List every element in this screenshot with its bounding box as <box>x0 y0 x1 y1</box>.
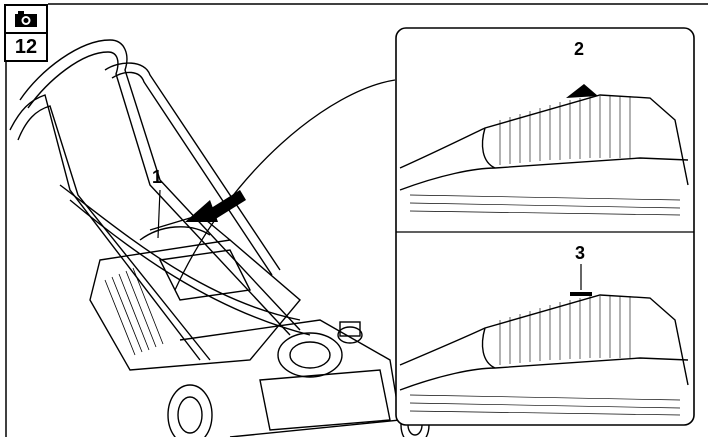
indicator-flat-3 <box>570 292 592 296</box>
figure-badge: 12 <box>4 4 48 62</box>
detail-inset-frame <box>395 27 695 426</box>
inset-bottom-detail <box>399 294 689 416</box>
lawnmower-drawing <box>9 39 430 442</box>
callout-2: 2 <box>574 39 585 59</box>
lid-arrow <box>185 190 246 222</box>
figure-number: 12 <box>14 36 38 58</box>
indicator-arrow-2 <box>566 84 598 98</box>
inset-top-detail <box>399 94 689 216</box>
badge-divider <box>6 32 46 34</box>
callout-1: 1 <box>152 167 163 187</box>
callout-3: 3 <box>575 243 586 263</box>
leader-curve <box>174 79 396 291</box>
camera-icon <box>15 11 37 27</box>
callout-1-leader <box>157 189 161 239</box>
